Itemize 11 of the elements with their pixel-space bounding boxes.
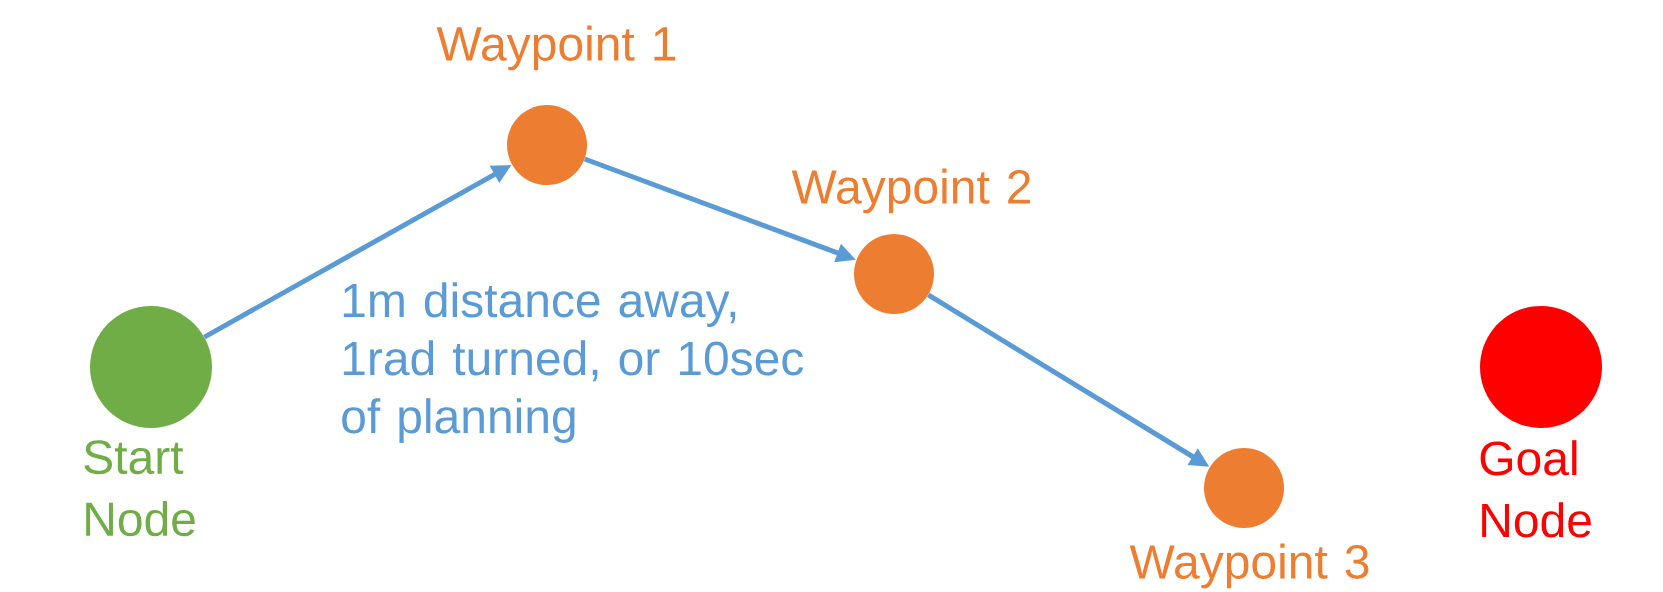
circle-node xyxy=(1204,448,1284,528)
annotation-text: 1m distance away, 1rad turned, or 10sec of planning xyxy=(342,282,804,443)
node-label: Waypoint 1 xyxy=(436,25,676,71)
circle-node xyxy=(90,306,212,428)
node-label: Goal Node xyxy=(1480,440,1591,538)
node-label: Start Node xyxy=(84,440,195,537)
node-label: Waypoint 3 xyxy=(1129,543,1369,589)
node-label: Waypoint 2 xyxy=(791,168,1031,214)
circle-node xyxy=(507,105,587,185)
circle-node xyxy=(1480,306,1602,428)
circle-node xyxy=(854,234,934,314)
